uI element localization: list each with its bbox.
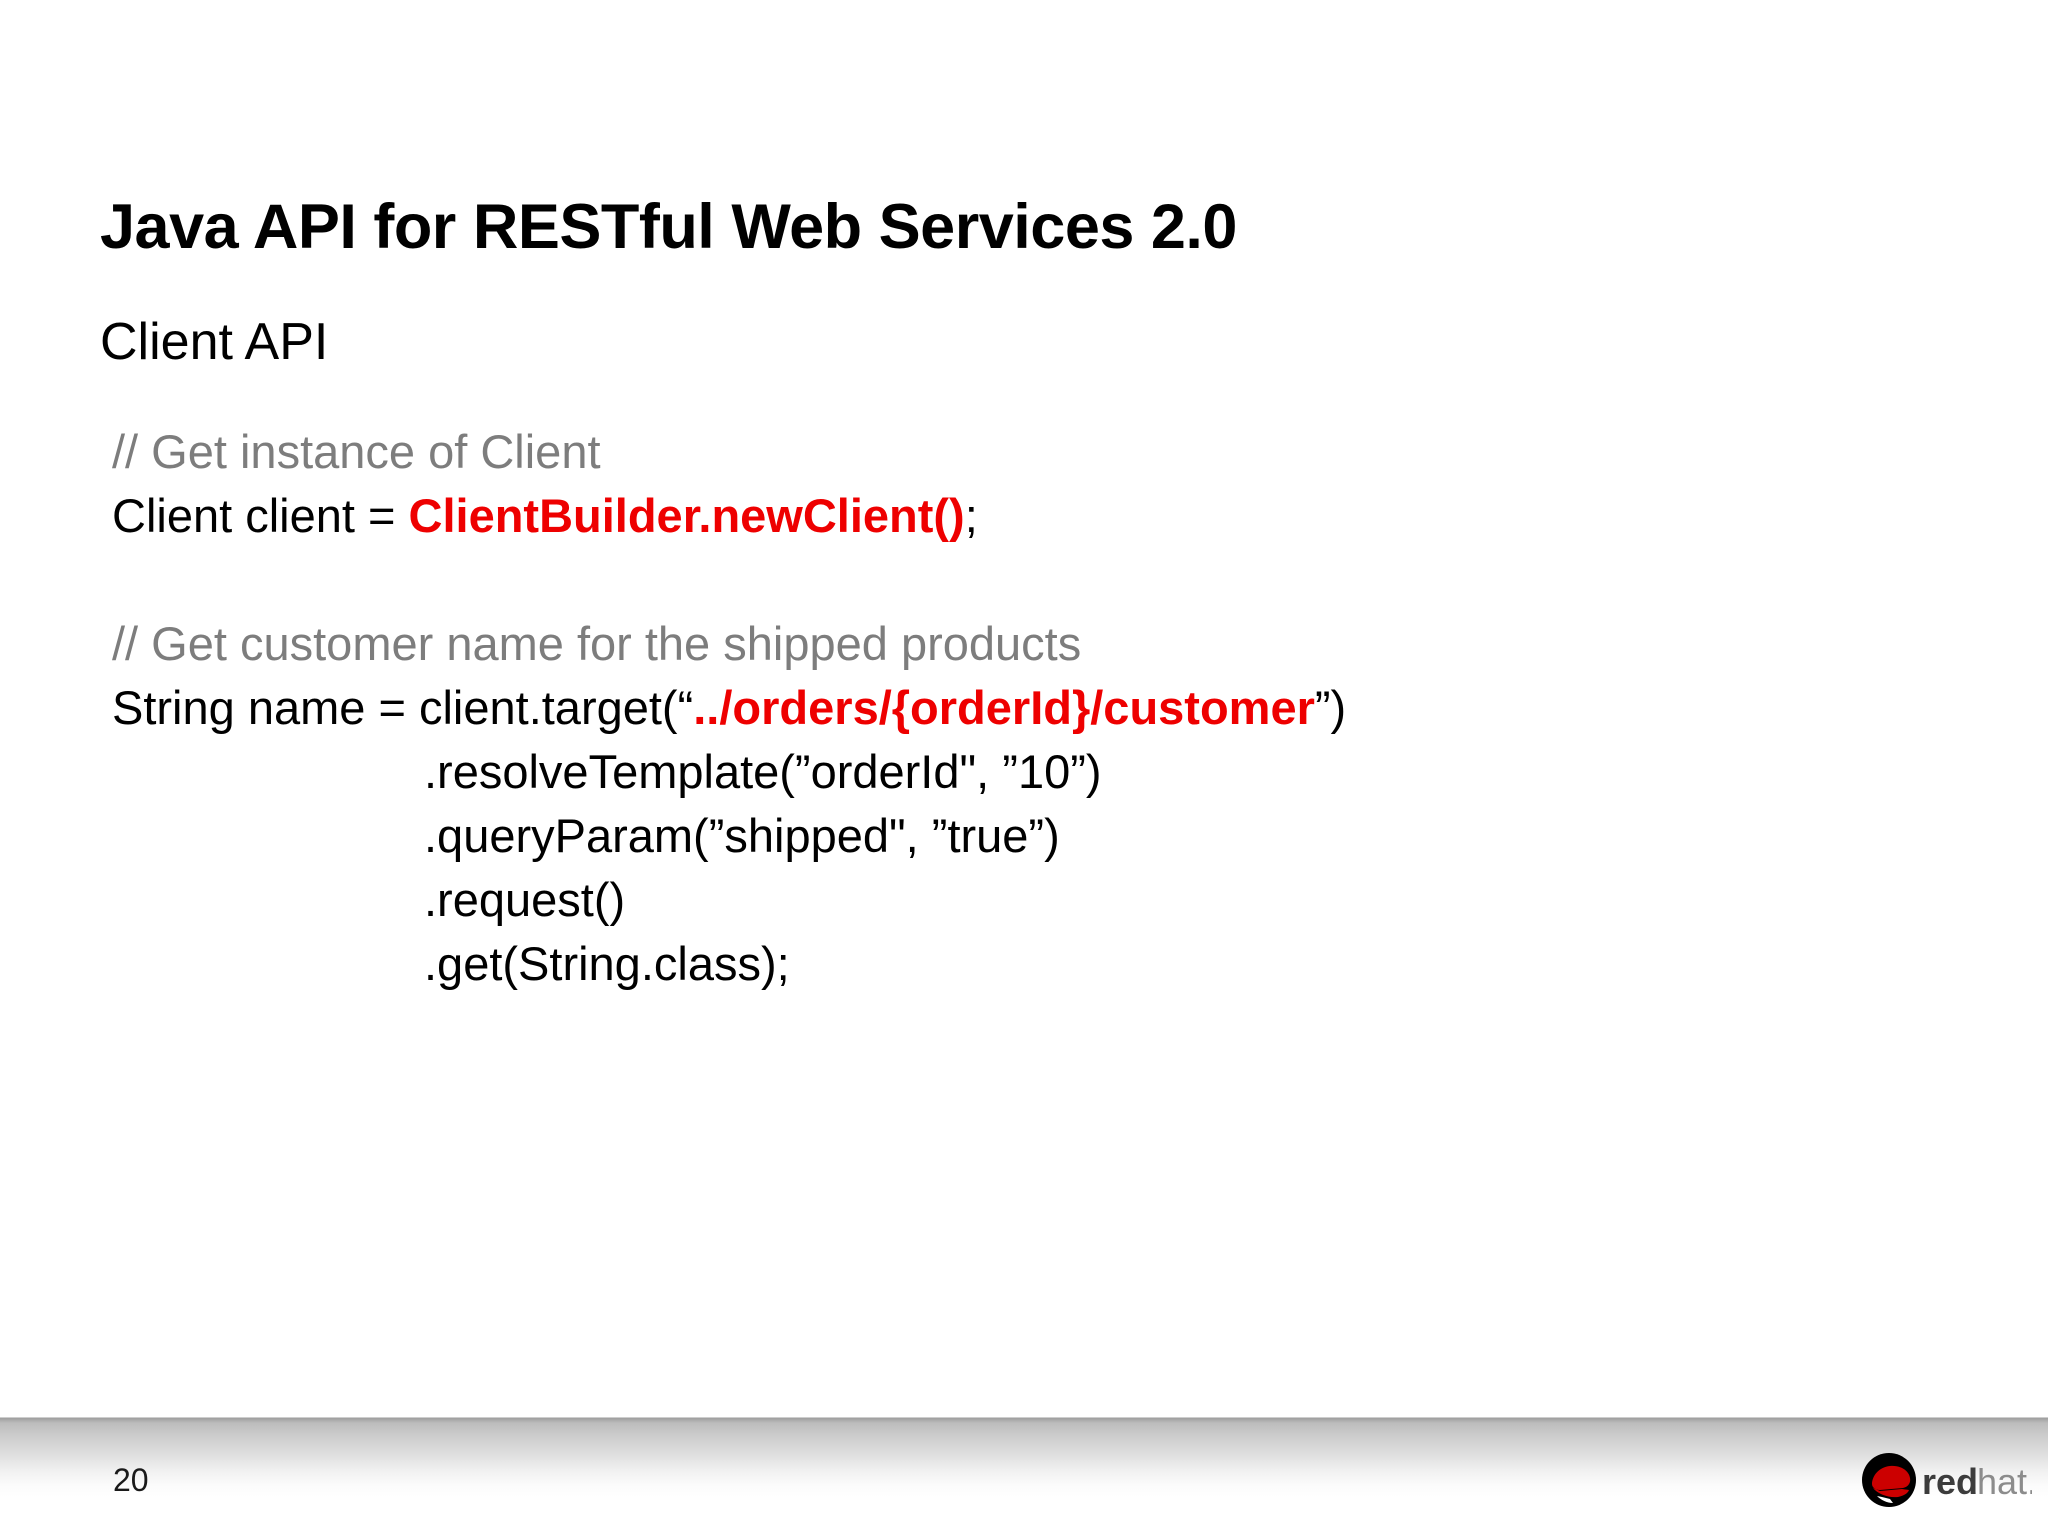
- code-line-comment-get-instance: // Get instance of Client: [112, 420, 1346, 484]
- code-text: .get(String.class);: [424, 937, 790, 990]
- code-line-comment-get-customer: // Get customer name for the shipped pro…: [112, 612, 1346, 676]
- code-line-get-string-class: .get(String.class);: [112, 932, 1346, 996]
- code-line-client-builder: Client client = ClientBuilder.newClient(…: [112, 484, 1346, 548]
- code-text: Client client =: [112, 489, 409, 542]
- page-number: 20: [113, 1462, 149, 1498]
- slide-subtitle: Client API: [100, 313, 329, 372]
- code-line-query-param: .queryParam(”shipped", ”true”): [112, 804, 1346, 868]
- redhat-logo-svg: red hat.: [1862, 1453, 2032, 1507]
- code-text: ”): [1314, 681, 1347, 734]
- page-title: Java API for RESTful Web Services 2.0: [100, 192, 1237, 263]
- code-text: .request(): [424, 873, 626, 926]
- redhat-logo: red hat.: [1860, 1447, 2032, 1519]
- code-text: String name = client.target(“: [112, 681, 694, 734]
- code-line-resolve-template: .resolveTemplate(”orderId", ”10”): [112, 740, 1346, 804]
- code-highlight: ClientBuilder.newClient(): [408, 489, 965, 542]
- code-text: ;: [964, 489, 978, 542]
- code-highlight: ../orders/{orderId}/customer: [693, 681, 1315, 734]
- code-comment: // Get customer name for the shipped pro…: [112, 617, 1082, 670]
- code-line-client-target: String name = client.target(“../orders/{…: [112, 676, 1346, 740]
- logo-word-red: red: [1922, 1461, 1978, 1502]
- code-text: .resolveTemplate(”orderId", ”10”): [424, 745, 1102, 798]
- logo-word-hat: hat.: [1977, 1461, 2032, 1502]
- shadowman-face-notch-icon: [1877, 1496, 1893, 1503]
- shadowman-hat-icon: [1872, 1465, 1911, 1490]
- code-text: .queryParam(”shipped", ”true”): [424, 809, 1060, 862]
- code-line-request: .request(): [112, 868, 1346, 932]
- shadowman-brim-icon: [1873, 1488, 1909, 1498]
- code-line-spacer-1: [112, 548, 1346, 612]
- footer-gradient-band: [0, 1415, 2048, 1536]
- code-comment: // Get instance of Client: [112, 425, 601, 478]
